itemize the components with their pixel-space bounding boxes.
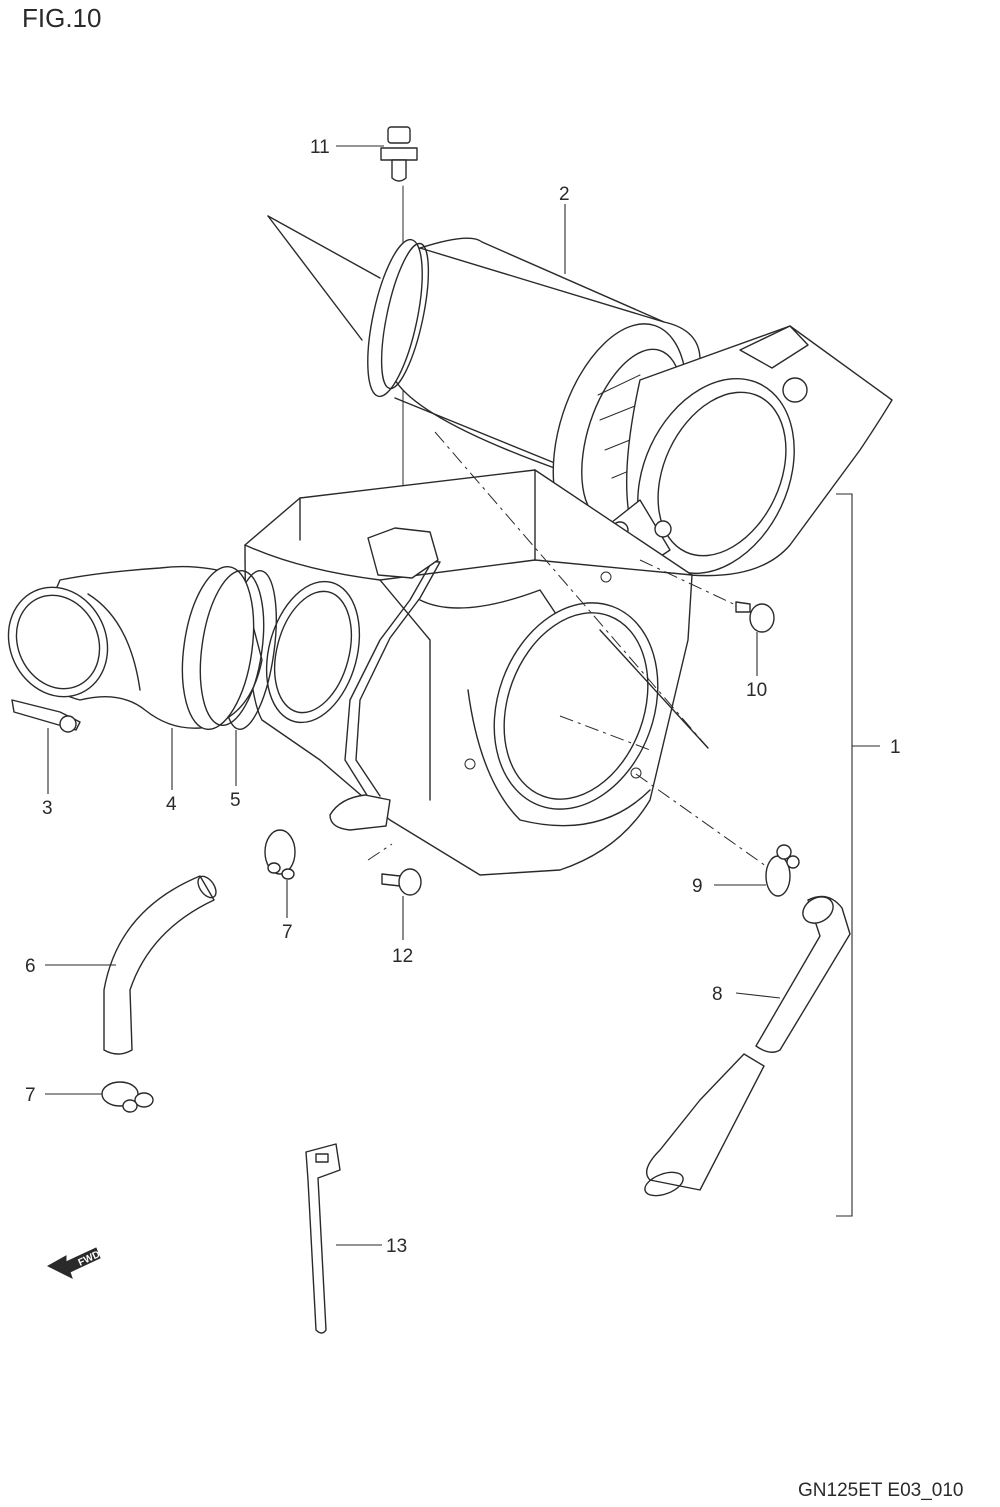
leader-lines <box>45 145 880 1246</box>
fwd-arrow-icon: FWD <box>46 1247 102 1279</box>
callout-1: 1 <box>890 737 901 758</box>
callout-9: 9 <box>692 876 703 897</box>
callout-5: 5 <box>230 790 241 811</box>
part-1-bracket <box>836 493 853 1217</box>
callout-8: 8 <box>712 984 723 1005</box>
callout-13: 13 <box>386 1236 407 1257</box>
figure-title: FIG.10 <box>22 3 101 33</box>
callout-12: 12 <box>392 946 413 967</box>
figure-code: GN125ET E03_010 <box>798 1480 964 1501</box>
part-6-hose <box>103 875 217 1055</box>
callout-11: 11 <box>310 137 330 158</box>
part-7-cap-upper <box>264 829 296 880</box>
part-13-strap <box>305 1143 341 1334</box>
callout-3: 3 <box>42 798 53 819</box>
part-10-screw <box>735 601 775 633</box>
callout-10: 10 <box>746 680 767 701</box>
callout-4: 4 <box>166 794 177 815</box>
part-3-clamp <box>11 699 81 733</box>
part-8-drain-hose <box>644 895 851 1197</box>
part-4-intake-pipe <box>7 565 265 731</box>
fwd-label: FWD <box>77 1249 102 1269</box>
callout-6: 6 <box>25 956 36 977</box>
part-9-cap <box>765 844 800 897</box>
callout-2: 2 <box>559 184 570 205</box>
part-7-cap-lower <box>101 1081 154 1113</box>
part-1-case <box>244 431 781 877</box>
callout-7-lower: 7 <box>25 1085 36 1106</box>
callout-7-upper: 7 <box>282 922 293 943</box>
part-12-screw <box>381 868 422 896</box>
